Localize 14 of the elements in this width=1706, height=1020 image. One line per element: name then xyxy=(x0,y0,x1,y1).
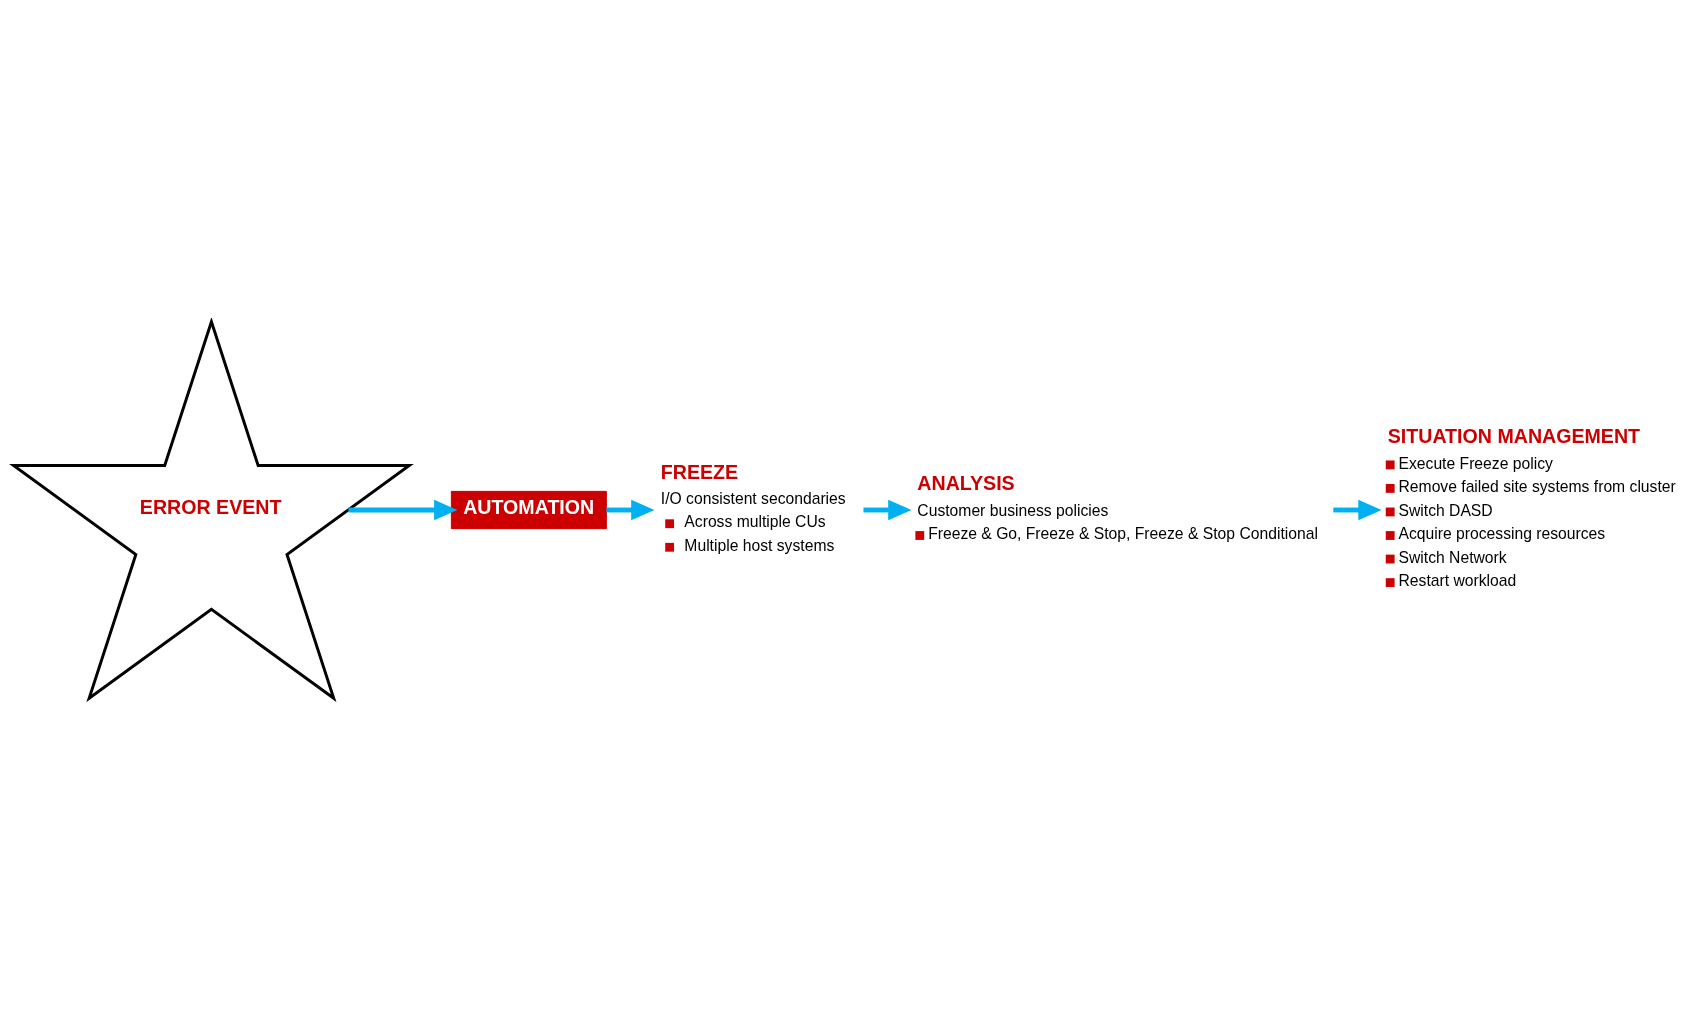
arrow xyxy=(1333,499,1382,521)
node-box: AUTOMATION xyxy=(450,490,607,530)
node-label: I/O consistent secondaries xyxy=(660,489,846,507)
arrow xyxy=(348,499,458,521)
arrow xyxy=(863,499,912,521)
node-box xyxy=(915,531,925,540)
node-label: FREEZE xyxy=(660,460,739,483)
node-label: ANALYSIS xyxy=(917,472,1015,495)
node-label: Across multiple CUs xyxy=(684,513,826,531)
node-text: SITUATION MANAGEMENT Execute Freeze policy Remove failed site systems from cluster Switch DASD Acquire processing resources Switch Network Restart workload xyxy=(1387,425,1676,590)
node-label: Multiple host systems xyxy=(684,537,835,555)
arrow xyxy=(606,499,655,521)
node-label: Freeze & Go, Freeze & Stop, Freeze & Stop Conditional xyxy=(928,525,1318,543)
node-label: Customer business policies xyxy=(917,501,1109,519)
